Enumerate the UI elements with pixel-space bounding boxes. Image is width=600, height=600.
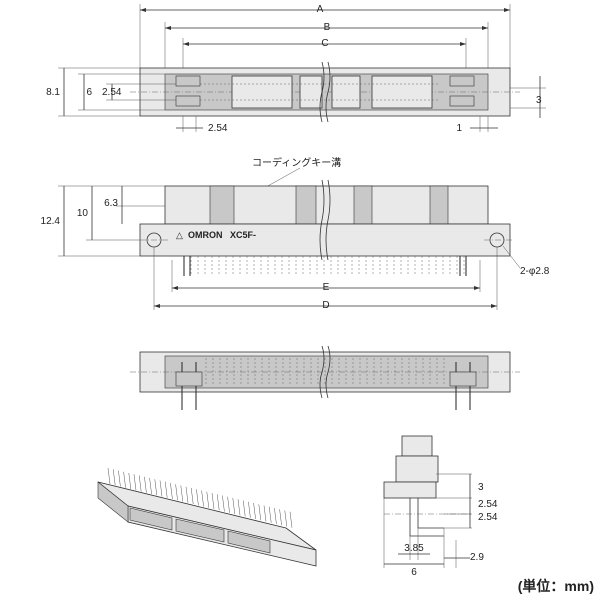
- pin-line: [253, 502, 256, 520]
- pin-line: [248, 501, 251, 518]
- pin-line: [190, 487, 194, 505]
- side-dim-2-9-label: 2.9: [470, 552, 484, 563]
- pin-line: [274, 507, 277, 525]
- dim-d-label: D: [322, 300, 329, 311]
- pin-line: [175, 484, 178, 501]
- iso-pin-row: [107, 467, 293, 528]
- top-view: A B C: [46, 4, 546, 134]
- side-dim-2-54-a-label: 2.54: [478, 499, 498, 510]
- dim-8-1-label: 8.1: [46, 87, 60, 98]
- coding-key-label: コーディングキー溝: [252, 156, 341, 169]
- dim-b-label: B: [324, 22, 331, 33]
- pin-line: [263, 505, 267, 522]
- dim-6-3-label: 6.3: [104, 198, 118, 209]
- side-dim-2-54-b-label: 2.54: [478, 512, 498, 523]
- unit-label: (単位：mm): [517, 578, 594, 594]
- side-view: 3 2.54 2.54 3.85 6 2.9: [383, 435, 498, 578]
- dim-2-54-bottom-label: 2.54: [208, 123, 228, 134]
- dim-a-label: A: [317, 4, 324, 15]
- pin-line: [242, 500, 246, 517]
- pin-line: [227, 496, 230, 513]
- pin-line: [154, 479, 158, 496]
- dim-1-label: 1: [456, 123, 462, 134]
- pin-line: [196, 489, 199, 506]
- dim-3-top-label: 3: [536, 95, 542, 106]
- dim-2-54-left-label: 2.54: [102, 87, 122, 98]
- pin-line: [149, 477, 152, 495]
- pin-line: [164, 481, 168, 498]
- pin-line: [201, 490, 204, 507]
- pin-line: [159, 480, 163, 497]
- pin-line: [133, 474, 137, 491]
- pin-line: [170, 482, 173, 500]
- pin-line: [237, 499, 241, 516]
- pin-line: [180, 485, 184, 502]
- side-dim-3-label: 3: [478, 482, 484, 493]
- isometric-view: [97, 467, 317, 567]
- pin-line: [118, 470, 121, 487]
- pin-line: [112, 469, 116, 486]
- dim-c-label: C: [321, 38, 328, 49]
- pin-line: [232, 497, 236, 515]
- front-pin-row: [183, 256, 467, 276]
- omron-logo: OMRON: [188, 230, 223, 240]
- pin-line: [185, 486, 189, 503]
- pin-line: [216, 494, 220, 511]
- pin-line: [138, 475, 142, 492]
- bottom-pin-row: [205, 358, 445, 386]
- hole-label: 2-φ2.8: [520, 266, 550, 277]
- pin-line: [128, 472, 132, 490]
- pin-line: [211, 492, 215, 510]
- dim-6-label: 6: [86, 87, 92, 98]
- pin-line: [107, 467, 111, 485]
- warning-triangle-icon: △: [176, 230, 183, 240]
- pin-line: [144, 476, 147, 493]
- bottom-view: [130, 345, 520, 410]
- pin-line: [258, 504, 262, 521]
- dim-10-label: 10: [77, 208, 89, 219]
- pin-line: [206, 491, 210, 508]
- pin-line: [289, 511, 293, 528]
- pin-line: [279, 509, 282, 526]
- side-dim-3-85-label: 3.85: [404, 543, 424, 554]
- pin-line: [222, 495, 225, 512]
- model-text: XC5F-: [230, 230, 256, 240]
- dim-12-4-label: 12.4: [41, 216, 61, 227]
- pin-line: [284, 510, 288, 527]
- side-dim-6-label: 6: [411, 567, 417, 578]
- pin-line: [268, 506, 272, 523]
- dim-e-label: E: [323, 282, 330, 293]
- front-view: コーディングキー溝 △ OMRON XC5F- 12.4 10 6.3: [41, 156, 550, 311]
- pin-line: [123, 471, 126, 488]
